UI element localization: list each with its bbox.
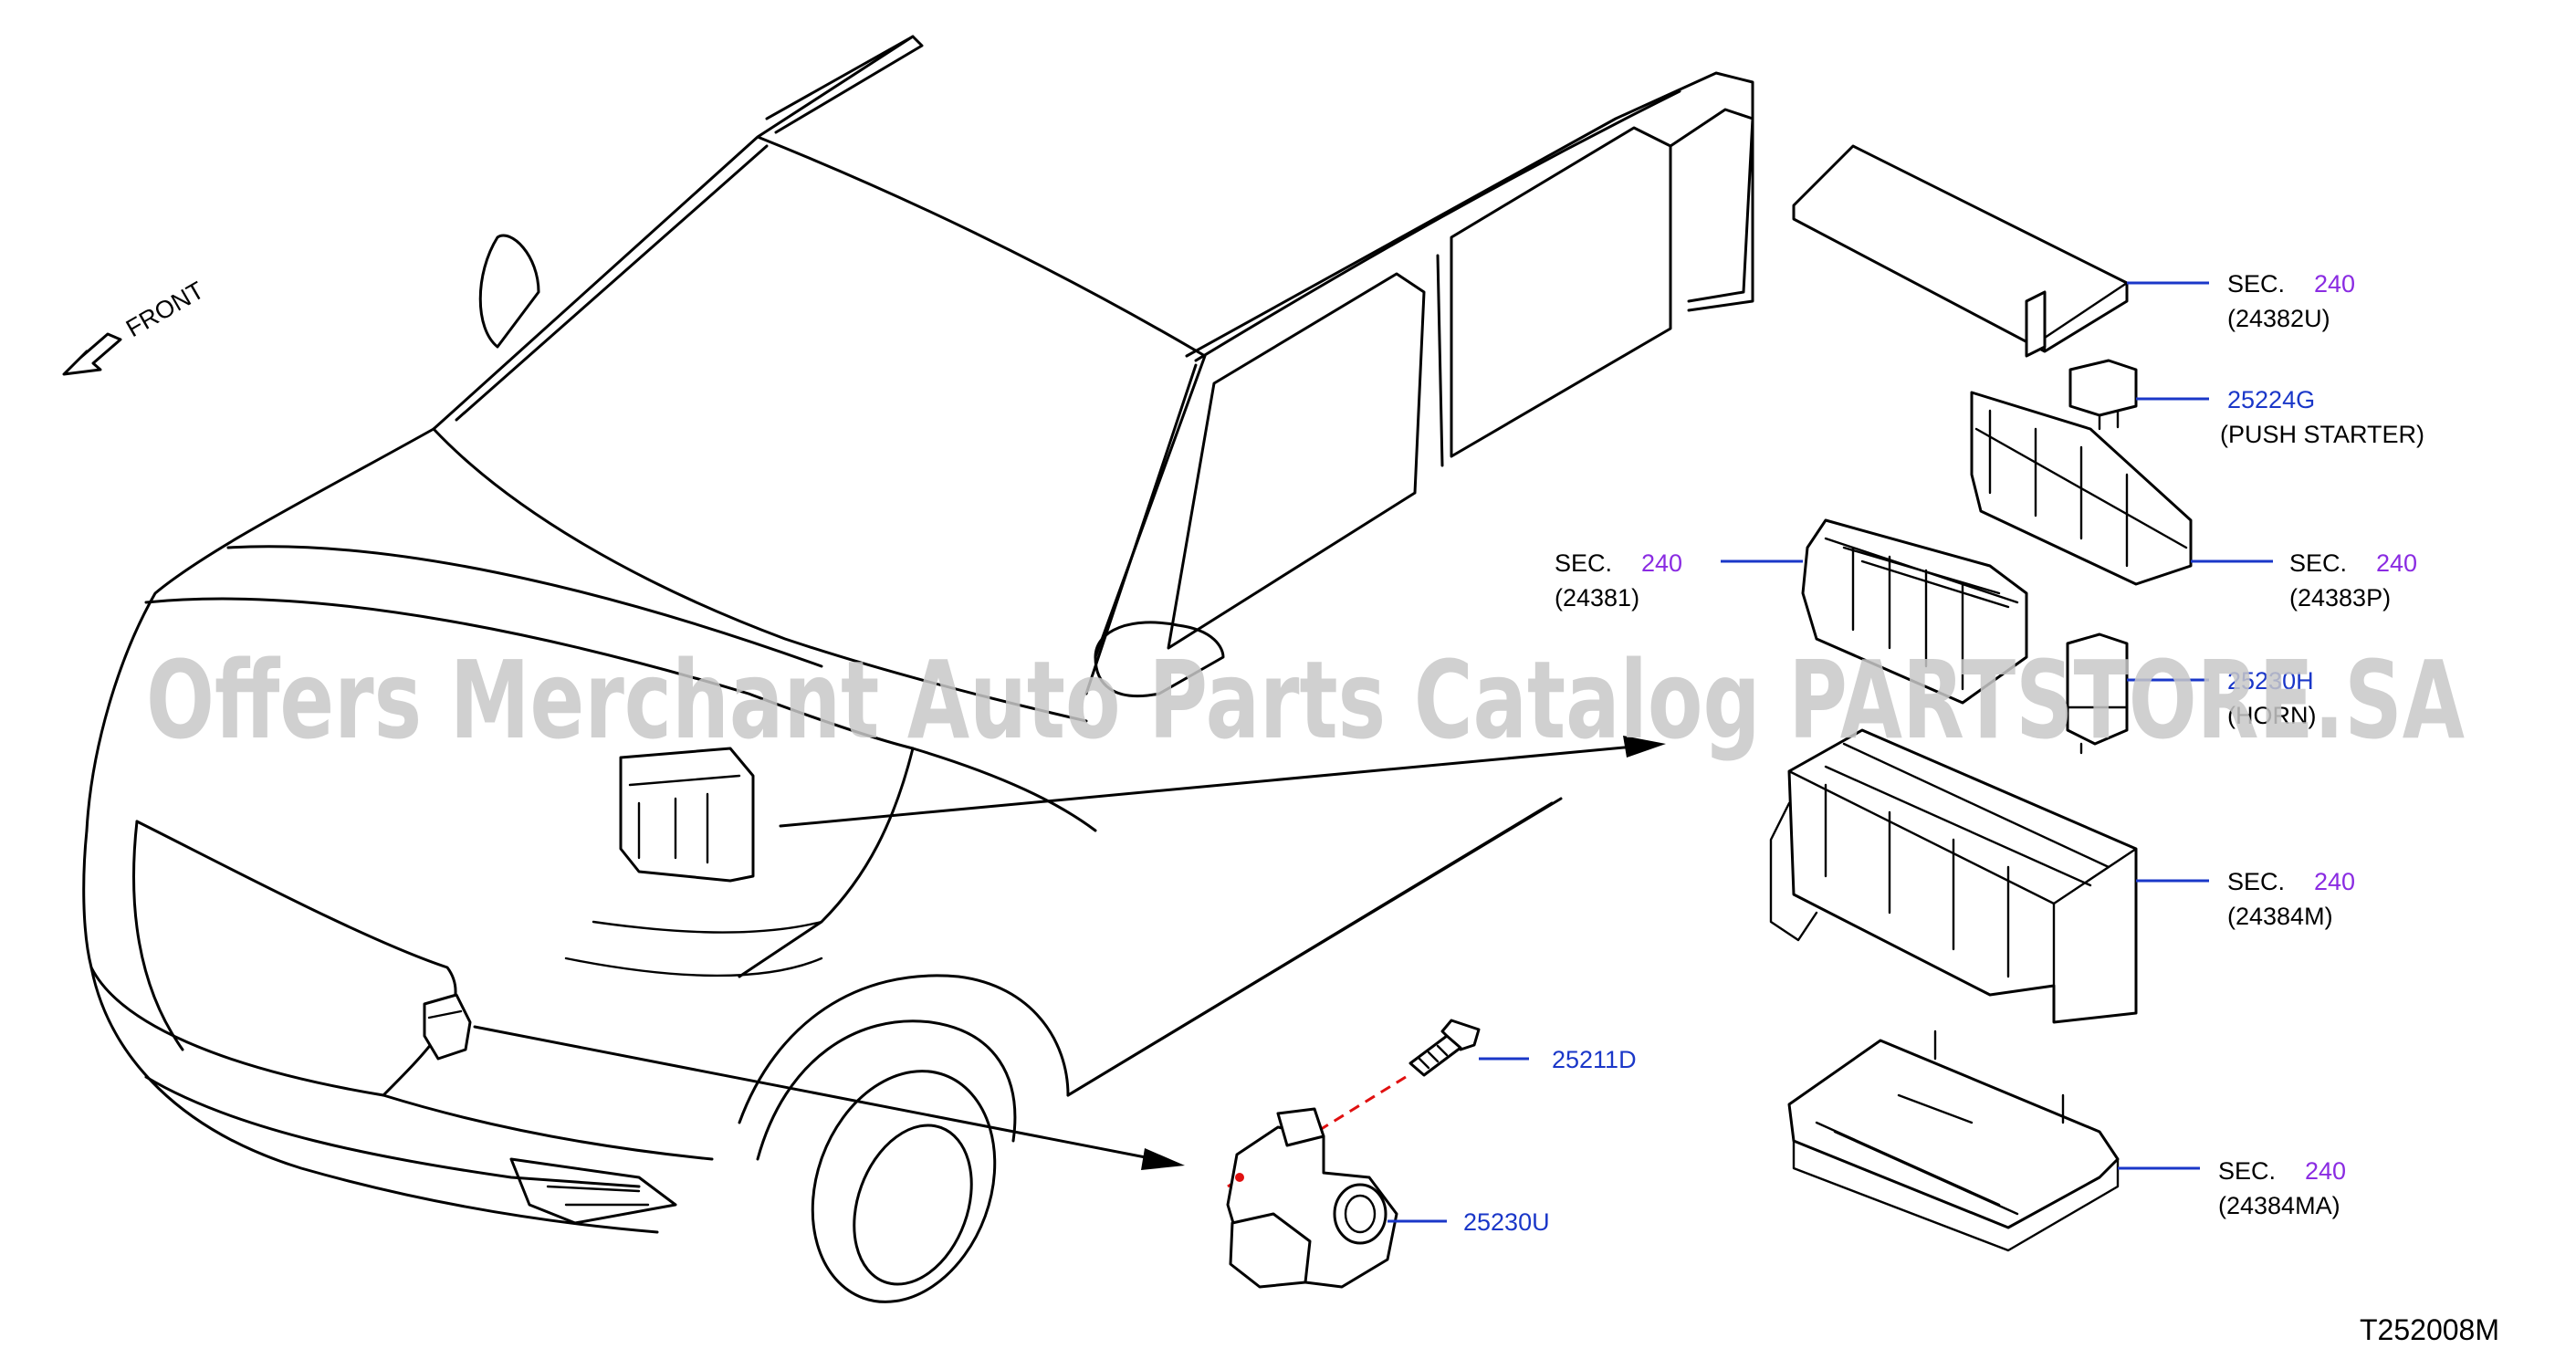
callout-sec-24384m: SEC. 240 (24384M) [2136, 868, 2355, 930]
callout-25230h: 25230H (HORN) [2127, 667, 2316, 729]
sec-prefix: SEC. [2289, 549, 2347, 577]
fuse-box-cover [1792, 144, 2129, 358]
relay-horn [2066, 632, 2129, 755]
sec-number: 240 [2314, 868, 2355, 895]
callout-sec-24383p: SEC. 240 (24383P) [2191, 549, 2417, 612]
part-code: (24381) [1555, 584, 1639, 612]
part-description: (PUSH STARTER) [2220, 421, 2424, 448]
part-code: (24382U) [2227, 305, 2330, 332]
fuse-block-housing [1769, 728, 2138, 1024]
sec-prefix: SEC. [2227, 270, 2285, 298]
part-code: (24384MA) [2218, 1192, 2340, 1219]
sec-prefix: SEC. [2218, 1157, 2276, 1185]
relay-with-bracket [1226, 1107, 1398, 1289]
sec-prefix: SEC. [2227, 868, 2285, 895]
front-label: FRONT [121, 277, 209, 342]
callout-25230u: 25230U [1387, 1208, 1550, 1236]
sec-number: 240 [2376, 549, 2417, 577]
watermark-text: Offers Merchant Auto Parts Catalog PARTS… [146, 637, 2465, 763]
callout-sec-24381: SEC. 240 (24381) [1555, 549, 1803, 612]
pointer-arrows [473, 736, 1666, 1170]
callout-sec-24382u: SEC. 240 (24382U) [2127, 270, 2355, 332]
bolt [1408, 1019, 1481, 1077]
part-code: (24384M) [2227, 903, 2333, 930]
sec-number: 240 [2305, 1157, 2346, 1185]
vehicle-outline [82, 35, 1754, 1303]
part-number: 25224G [2227, 386, 2315, 413]
relay-push-starter [2068, 359, 2138, 431]
part-description: (HORN) [2227, 702, 2316, 729]
callout-25224g: 25224G (PUSH STARTER) [2136, 386, 2424, 448]
part-number: 25230H [2227, 667, 2314, 695]
drawing-number: T252008M [2360, 1313, 2499, 1346]
sec-number: 240 [2314, 270, 2355, 298]
fuse-block-lower-bracket [1787, 1030, 2120, 1252]
sec-prefix: SEC. [1555, 549, 1612, 577]
relay-bracket [1970, 391, 2193, 586]
front-direction-arrow: FRONT [62, 277, 209, 376]
engine-bay-fuse-block [619, 747, 755, 883]
part-code: (24383P) [2289, 584, 2391, 612]
sec-number: 240 [1641, 549, 1682, 577]
callout-sec-24384ma: SEC. 240 (24384MA) [2118, 1157, 2346, 1219]
fuse-block [1801, 518, 2028, 705]
part-number: 25211D [1552, 1046, 1637, 1073]
callout-25211d: 25211D [1479, 1046, 1637, 1073]
part-number: 25230U [1463, 1208, 1550, 1236]
relay-mount-on-vehicle [423, 993, 472, 1061]
